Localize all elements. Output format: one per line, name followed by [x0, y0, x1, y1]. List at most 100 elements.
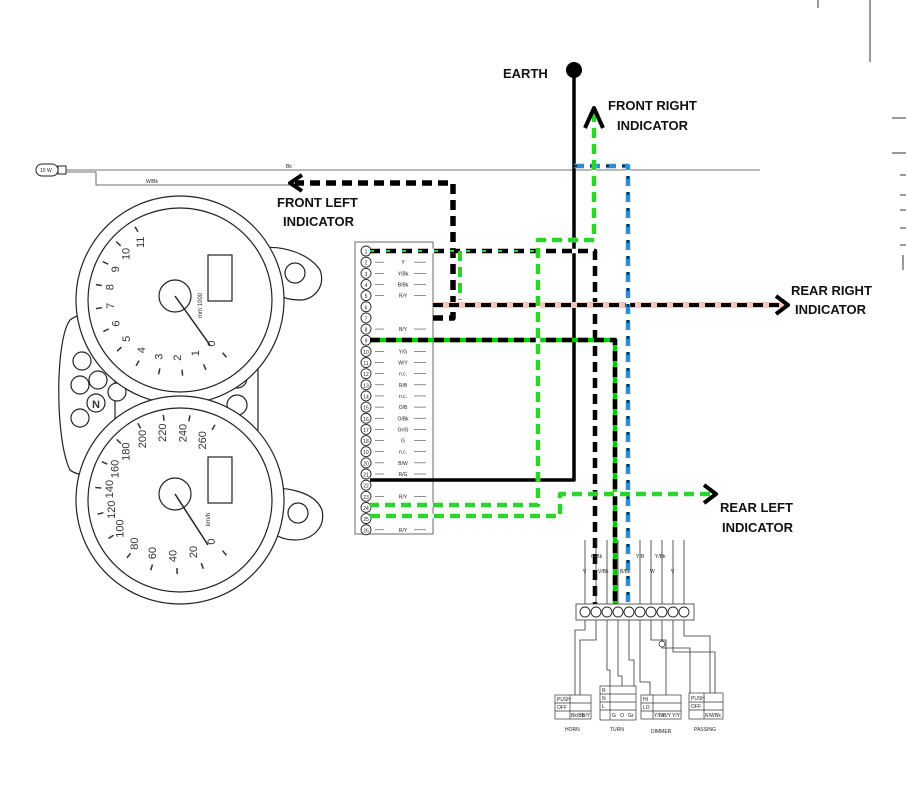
tachometer-tick-label: 7: [105, 303, 117, 309]
blue-wire: [574, 163, 631, 612]
earth-label: EARTH: [503, 66, 548, 81]
speedometer-tick-label: 80: [129, 537, 141, 549]
connector-pin-wire-label: R/B: [399, 383, 408, 389]
switch-bottom-label-3: B/Bk: [620, 569, 631, 575]
connector-pin-wire-label: O/B: [399, 405, 408, 411]
connector-pin-number: 24: [363, 506, 369, 512]
connector-pin-wire-label: R/G: [399, 472, 408, 478]
switch-top-label-1: G/Bk: [591, 554, 603, 560]
connector-pin-wire-label: Y/Bk: [398, 271, 409, 277]
connector-pin-21: [360, 468, 372, 480]
speedometer-tick-mark: [126, 552, 132, 559]
connector-pin-2: [360, 256, 372, 268]
passing-row-1: PUSH: [691, 696, 705, 702]
dimmer-title: DIMMER: [651, 729, 672, 735]
speedometer-tick-mark: [162, 414, 165, 421]
connector-pin-number: 8: [365, 328, 368, 334]
rear-left-arrow: [702, 483, 718, 505]
tachometer-tick-label: 3: [153, 354, 165, 360]
connector-pin-17: [360, 423, 372, 435]
tachometer-tick-mark: [102, 328, 110, 333]
tachometer-tick-mark: [95, 283, 102, 287]
connector-pin-number: 14: [363, 394, 369, 400]
speedometer-tick-mark: [137, 422, 142, 429]
connector-pin-wire-label: O/Bk: [397, 416, 409, 422]
turn-switch: [599, 685, 637, 721]
horn-switch: [554, 694, 592, 720]
speedometer-tick-mark: [101, 460, 108, 465]
connector-pin-number: 21: [363, 473, 369, 479]
connector-pin-wire-label: R/Y: [399, 494, 408, 500]
dimmer-row-1: HI: [643, 697, 648, 703]
switch-connector-pin: [645, 606, 657, 618]
earth-wire: [370, 72, 576, 482]
connector-pin-wire-label: n.c.: [399, 394, 407, 400]
connector-pin-23: [360, 490, 372, 502]
bulb-wire-bottom-label: W/Bk: [146, 179, 158, 185]
connector-pin-number: 10: [363, 350, 369, 356]
horn-title: HORN: [565, 727, 580, 733]
passing-row-2: OFF: [691, 704, 701, 710]
switch-wire-labels: G/Bk Y/R Y/Bk V V/Bk B/Bk W V: [583, 554, 675, 575]
tachometer-tick-mark: [134, 226, 139, 233]
connector-pin-14: [360, 390, 372, 402]
connector-pin-number: 9: [365, 339, 368, 345]
connector-pin-15: [360, 401, 372, 413]
connector-pin-26: [360, 524, 372, 536]
speedometer-tick-label: 100: [115, 519, 127, 537]
connector-pin-number: 15: [363, 406, 369, 412]
speedometer-tick-label: 120: [106, 500, 118, 518]
tachometer-tick-label: 6: [110, 320, 122, 326]
connector-pin-3: [360, 267, 372, 279]
connector-pin-number: 23: [363, 495, 369, 501]
turn-col-1: G: [612, 713, 616, 719]
switch-connector-pin: [678, 606, 690, 618]
connector-pin-number: 2: [365, 261, 368, 267]
horn-row-1: PUSH: [557, 697, 571, 703]
speedometer-tick-label: 180: [121, 442, 133, 460]
front-right-arrow: [583, 106, 605, 129]
indicator-labels: EARTH FRONT RIGHT INDICATOR FRONT LEFT I…: [277, 66, 872, 535]
connector-pin-5: [360, 290, 372, 302]
tachometer-tick-label: 10: [120, 248, 132, 260]
connector-pin-wire-label: Y: [401, 260, 405, 266]
speedometer-tick-label: 0: [206, 538, 218, 544]
connector-pin-4: [360, 279, 372, 290]
switch-connector-pin: [579, 606, 591, 618]
speedometer-tick-label: 220: [157, 423, 169, 441]
turn-col-2: O: [620, 713, 624, 719]
switch-feed-wires: [574, 620, 716, 700]
switch-top-label-2: Y/R: [636, 554, 645, 560]
tachometer-tick-mark: [115, 241, 122, 247]
tachometer-tick-label: 8: [105, 284, 117, 290]
connector-pin-number: 7: [365, 316, 368, 322]
connector-pin-number: 12: [363, 372, 369, 378]
front-left-label-2: INDICATOR: [283, 214, 355, 229]
connector-pin-number: 19: [363, 450, 369, 456]
instrument-cluster: N: [58, 195, 324, 605]
connector-pin-number: 20: [363, 461, 369, 467]
tachometer-tick-label: 1: [190, 350, 202, 356]
tachometer-tick-label: 11: [135, 237, 147, 248]
connector-pin-number: 22: [363, 484, 369, 490]
speedometer-tick-label: 260: [197, 431, 209, 449]
switch-bottom-label-4: W: [650, 569, 655, 575]
connector-pin-25: [360, 513, 372, 525]
switch-connector-pin: [601, 606, 613, 618]
connector-pin-number: 17: [363, 428, 369, 434]
dimmer-col-3: Y/Y: [672, 713, 681, 719]
switch-connector-pins: [579, 606, 690, 618]
speedometer-tick-label: 200: [137, 430, 149, 448]
switch-bottom-label-2: V/Bk: [598, 569, 609, 575]
tachometer-tick-mark: [135, 360, 140, 367]
connector-pin-12: [360, 368, 372, 380]
wire-routes: [288, 62, 790, 612]
switch-bottom-label-5: V: [671, 569, 675, 575]
turn-col-3: Gr: [628, 713, 634, 719]
tachometer-tick-mark: [181, 369, 184, 376]
connector-pin-22: [360, 479, 372, 491]
connector-pin-8: [360, 323, 372, 335]
tachometer-tick-mark: [157, 368, 161, 375]
